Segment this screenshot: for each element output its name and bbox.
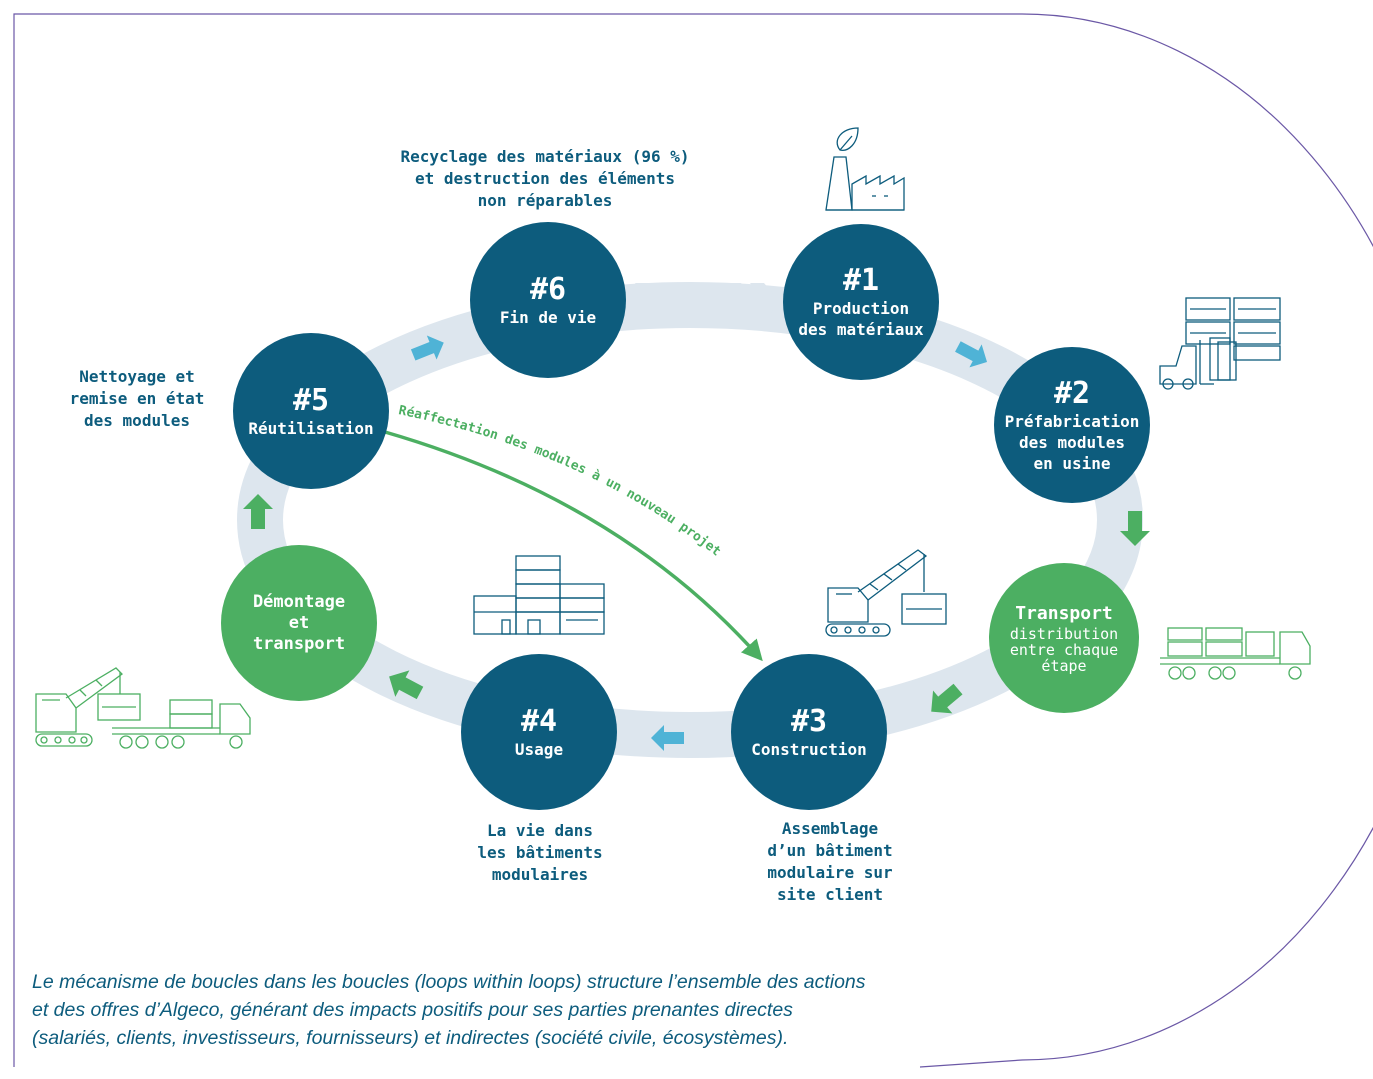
- chevron-band: [635, 283, 780, 321]
- page-frame: [13, 13, 1373, 1068]
- caption-line3: (salariés, clients, investisseurs, fourn…: [32, 1027, 789, 1049]
- truck-modules-icon: [1160, 627, 1311, 680]
- note-usage-line3: modulaires: [491, 865, 589, 884]
- note-nettoyage: Nettoyage et remise en état des modules: [52, 366, 222, 432]
- demontage-line1: Démontage: [252, 591, 346, 612]
- note-construction-line2: d’un bâtiment: [767, 841, 893, 860]
- reallocation-arrow: [384, 430, 763, 662]
- note-recyclage: Recyclage des matériaux (96 %) et destru…: [370, 146, 720, 212]
- node-demontage: Démontage et transport: [221, 545, 377, 701]
- node-3-label: Construction: [751, 739, 867, 759]
- modular-building-icon: [473, 555, 605, 635]
- caption-line2: et des offres d’Algeco, générant des imp…: [32, 999, 793, 1021]
- transport-title: Transport: [1015, 603, 1113, 624]
- transport-sub-line3: étape: [1041, 657, 1087, 675]
- note-construction-line3: modulaire sur: [767, 863, 893, 882]
- node-5-number: #5: [292, 382, 330, 418]
- node-2-label-line3: en usine: [1033, 453, 1111, 473]
- node-6-label: Fin de vie: [499, 307, 597, 327]
- node-3-construction: #3 Construction: [731, 654, 887, 810]
- node-2-prefabrication: #2 Préfabrication des modules en usine: [994, 347, 1150, 503]
- note-usage-line2: les bâtiments: [477, 843, 603, 862]
- node-5-label: Réutilisation: [248, 418, 374, 438]
- arrow-1-to-2: [955, 341, 988, 368]
- node-2-label-line1: Préfabrication: [1004, 411, 1140, 431]
- node-4-label: Usage: [514, 739, 564, 759]
- node-6-number: #6: [529, 271, 567, 307]
- caption: Le mécanisme de boucles dans les boucles…: [32, 968, 1032, 1052]
- arrow-2-to-transport: [1120, 511, 1150, 546]
- note-usage: La vie dans les bâtiments modulaires: [450, 820, 630, 886]
- arrow-3-to-4: [651, 725, 684, 751]
- node-5-reutilisation: #5 Réutilisation: [233, 333, 389, 489]
- cycle-ring: [237, 282, 1143, 758]
- reallocation-label: Réaffectation des modules à un nouveau p…: [397, 403, 723, 559]
- node-4-usage: #4 Usage: [461, 654, 617, 810]
- node-1-label-line2: des matériaux: [798, 320, 924, 339]
- factory-leaf-icon: [825, 127, 905, 211]
- crane-module-icon: [825, 549, 947, 637]
- node-1-production: #1 Production des matériaux: [783, 224, 939, 380]
- note-construction: Assemblage d’un bâtiment modulaire sur s…: [740, 818, 920, 906]
- note-recyclage-line3: non réparables: [477, 191, 613, 210]
- note-usage-line1: La vie dans: [487, 821, 593, 840]
- node-1-number: #1: [842, 263, 880, 298]
- note-nettoyage-line2: remise en état: [69, 389, 205, 408]
- crane-truck-icon: [35, 667, 251, 749]
- caption-line1: Le mécanisme de boucles dans les boucles…: [32, 971, 866, 993]
- node-6-fin-de-vie: #6 Fin de vie: [470, 222, 626, 378]
- arrow-4-to-demontage: [389, 670, 424, 700]
- arrow-transport-to-3: [931, 683, 963, 714]
- note-construction-line1: Assemblage: [781, 819, 879, 838]
- arrow-5-to-6: [410, 335, 444, 361]
- node-2-label-line2: des modules: [1019, 432, 1125, 452]
- note-nettoyage-line1: Nettoyage et: [79, 367, 195, 386]
- node-1-label-line1: Production: [812, 299, 910, 318]
- demontage-line2: et: [288, 612, 310, 633]
- node-transport: Transport distribution entre chaque étap…: [989, 563, 1139, 713]
- arrow-demontage-to-5: [243, 494, 273, 529]
- node-3-number: #3: [790, 703, 828, 739]
- node-4-number: #4: [520, 703, 558, 739]
- demontage-line3: transport: [252, 633, 346, 654]
- note-recyclage-line2: et destruction des éléments: [414, 169, 676, 188]
- note-nettoyage-line3: des modules: [84, 411, 190, 430]
- forklift-modules-icon: [1159, 297, 1281, 390]
- note-recyclage-line1: Recyclage des matériaux (96 %): [400, 147, 690, 166]
- node-2-number: #2: [1053, 375, 1091, 411]
- note-construction-line4: site client: [777, 885, 883, 904]
- transport-sub-line2: entre chaque: [1009, 641, 1119, 659]
- transport-sub-line1: distribution: [1009, 625, 1119, 643]
